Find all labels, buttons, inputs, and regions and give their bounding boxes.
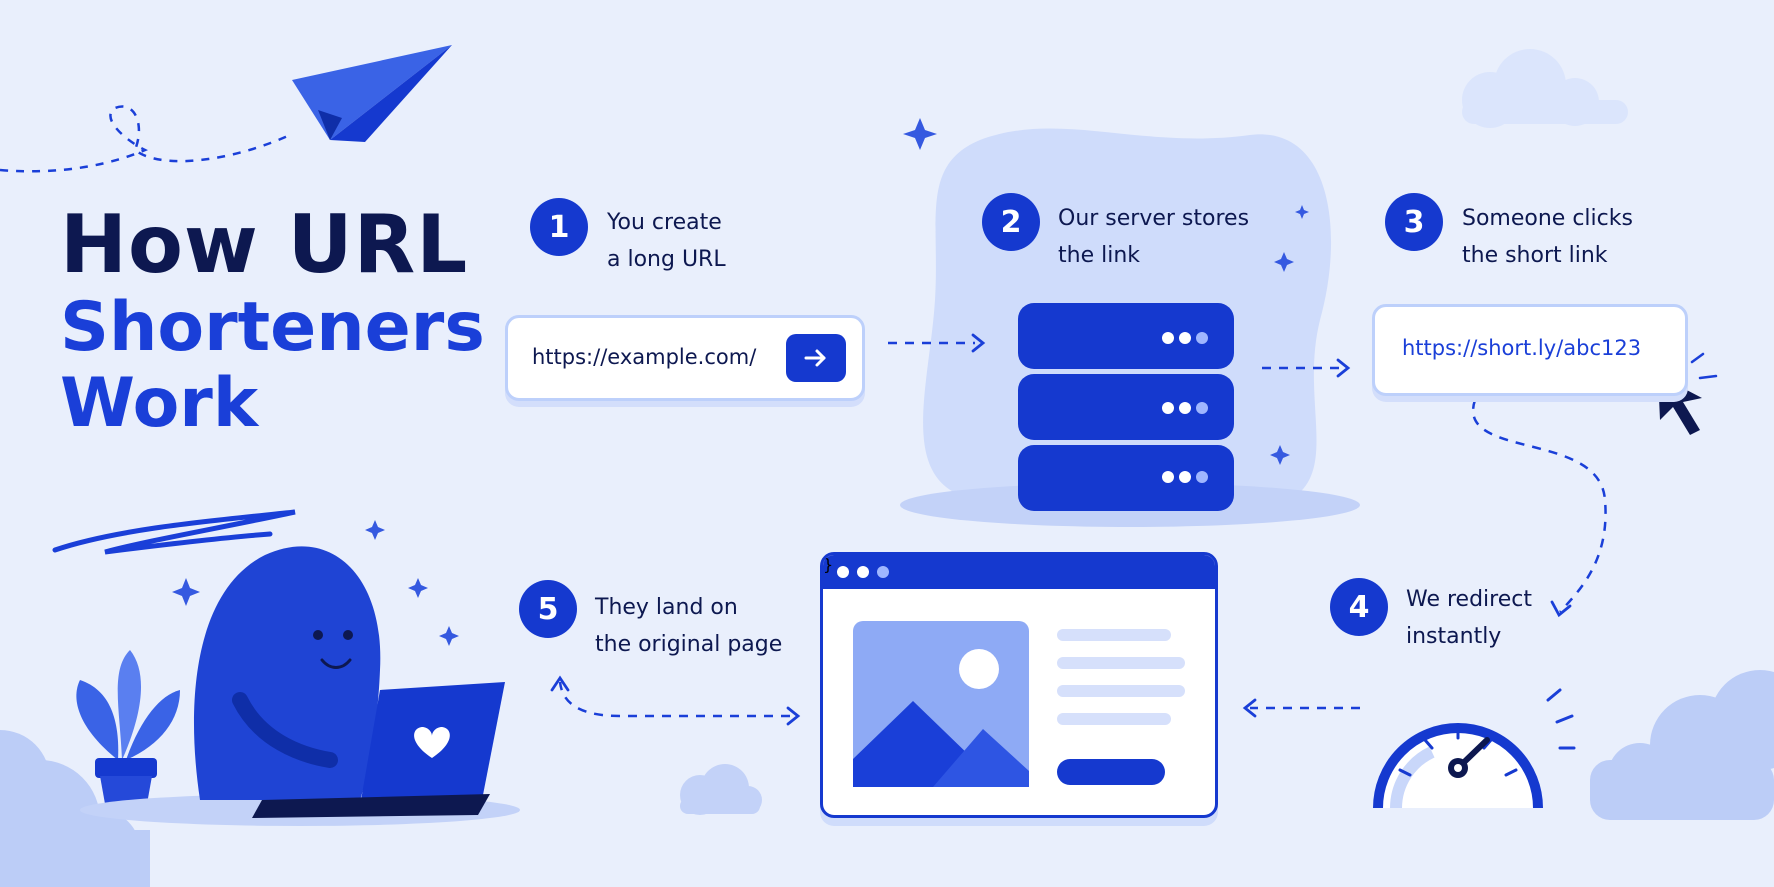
title-line-2: Shorteners [60, 287, 485, 367]
title-underline [52, 509, 296, 555]
title-line-1: How URL [60, 198, 469, 291]
step-2-line-2: the link [1058, 243, 1141, 268]
paper-plane-icon [292, 45, 452, 142]
arrow-right-icon [804, 349, 826, 367]
arrowhead [550, 675, 570, 692]
speedometer-icon [1373, 688, 1576, 809]
short-url-link[interactable]: https://short.ly/abc123 [1402, 336, 1642, 360]
shorten-button[interactable] [786, 334, 846, 382]
step-1-line-1: You create [607, 210, 722, 235]
arrowhead [786, 706, 801, 726]
window-dot [877, 566, 889, 578]
step-3-line-2: the short link [1462, 243, 1608, 268]
step-3-line-1: Someone clicks [1462, 206, 1633, 231]
cloud-icon [680, 764, 762, 815]
browser-title-bar: } [823, 555, 1215, 589]
page-title: How URL Shorteners Work [60, 200, 485, 442]
text-placeholder-line [1057, 713, 1171, 725]
arrowhead [1550, 600, 1572, 618]
arrow-browser-to-5 [558, 681, 790, 718]
step-4-text: We redirect instantly [1406, 581, 1532, 655]
text-placeholder-line [1057, 657, 1185, 669]
image-placeholder-icon [853, 621, 1029, 787]
step-5-line-1: They land on [595, 595, 738, 620]
text-placeholder-line [1057, 685, 1185, 697]
step-4-line-1: We redirect [1406, 587, 1532, 612]
arrow-3-to-4 [1471, 399, 1607, 613]
cloud-icon [1590, 670, 1774, 820]
cloud-icon [0, 730, 150, 887]
step-4-line-2: instantly [1406, 624, 1502, 649]
window-dot [857, 566, 869, 578]
step-1-badge: 1 [530, 198, 588, 256]
heart-icon [414, 727, 450, 758]
sparkle-icon [1295, 205, 1309, 219]
step-5-badge: 5 [519, 580, 577, 638]
short-link-box[interactable]: https://short.ly/abc123 [1372, 304, 1688, 396]
text-placeholder-line [1057, 629, 1171, 641]
step-2-text: Our server stores the link [1058, 200, 1249, 274]
arrowhead [1336, 358, 1351, 378]
long-url-input-box[interactable]: https://example.com/ [505, 315, 865, 401]
step-2-badge: 2 [982, 193, 1040, 251]
long-url-value: https://example.com/ [532, 345, 757, 369]
character-icon [193, 546, 381, 800]
cloud-icon [1462, 49, 1628, 128]
step-1-text: You create a long URL [607, 204, 726, 278]
sparkle-icon [172, 118, 1294, 646]
step-4-badge: 4 [1330, 578, 1388, 636]
title-line-3: Work [60, 363, 259, 443]
laptop-icon [252, 682, 505, 818]
step-5-line-2: the original page [595, 632, 783, 657]
arrowhead [971, 333, 986, 353]
step-3-badge: 3 [1385, 193, 1443, 251]
arrowhead [1242, 698, 1257, 718]
step-1-line-2: a long URL [607, 247, 726, 272]
window-dot [837, 566, 849, 578]
browser-content [853, 621, 1185, 787]
plane-trail [0, 105, 291, 173]
server-icon [1018, 303, 1234, 511]
step-2-line-1: Our server stores [1058, 206, 1250, 231]
step-3-text: Someone clicks the short link [1462, 200, 1633, 274]
page-button-placeholder [1057, 759, 1165, 785]
step-5-text: They land on the original page [595, 589, 782, 663]
browser-window-icon: } [820, 552, 1218, 818]
